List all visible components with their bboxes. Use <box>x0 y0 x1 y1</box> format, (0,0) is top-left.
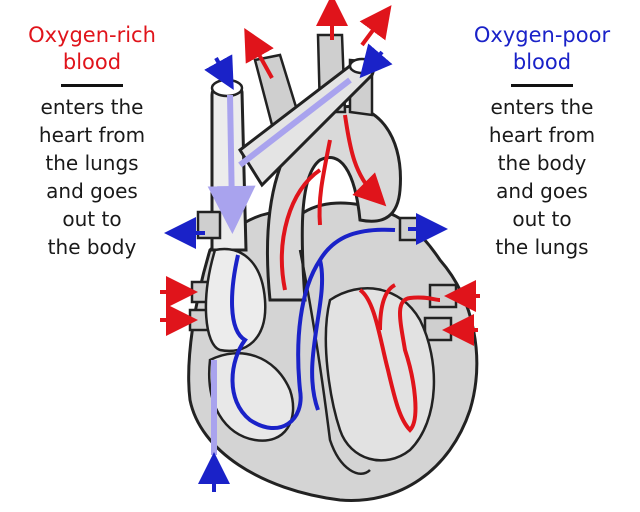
oxygen-rich-line: and goes <box>46 179 138 203</box>
oxygen-rich-label: Oxygen-rich blood enters the heart from … <box>14 22 170 261</box>
oxygen-poor-line: and goes <box>496 179 588 203</box>
oxygen-rich-flow-path <box>317 139 332 226</box>
right-atrium <box>204 247 267 353</box>
oxygen-poor-description: enters the heart from the body and goes … <box>454 93 630 261</box>
oxygen-poor-line: heart from <box>488 123 596 147</box>
oxygen-poor-flow-path <box>207 94 256 234</box>
oxygen-rich-title: Oxygen-rich blood <box>14 22 170 76</box>
oxygen-poor-line: out to <box>512 207 572 231</box>
oxygen-rich-divider <box>61 84 123 87</box>
right-ventricle <box>207 352 295 442</box>
oxygen-poor-title-line2: blood <box>512 50 572 74</box>
oxygen-rich-flow-path <box>343 114 387 207</box>
oxygen-rich-out-arrow <box>359 5 392 47</box>
oxygen-rich-line: enters the <box>40 95 144 119</box>
oxygen-poor-line: enters the <box>490 95 594 119</box>
oxygen-poor-divider <box>511 84 573 87</box>
oxygen-poor-in-arrow <box>359 43 393 79</box>
oxygen-poor-title-line1: Oxygen-poor <box>473 23 611 47</box>
oxygen-rich-line: heart from <box>38 123 146 147</box>
pulmonary-vein-right <box>423 316 453 342</box>
oxygen-rich-title-line1: Oxygen-rich <box>28 23 156 47</box>
oxygen-rich-title-line2: blood <box>62 50 122 74</box>
oxygen-rich-line: the lungs <box>45 151 139 175</box>
pulmonary-vein-right <box>428 283 458 309</box>
oxygen-rich-flow-path <box>280 168 322 291</box>
oxygen-poor-line: the body <box>497 151 587 175</box>
oxygen-rich-flow-path <box>378 283 397 331</box>
oxygen-poor-flow-path <box>238 77 352 168</box>
oxygen-poor-line: the lungs <box>495 235 589 259</box>
left-ventricle <box>324 287 436 462</box>
oxygen-rich-out-arrow <box>244 28 274 79</box>
oxygen-poor-flow-path <box>230 227 396 431</box>
oxygen-rich-description: enters the heart from the lungs and goes… <box>14 93 170 261</box>
oxygen-poor-label: Oxygen-poor blood enters the heart from … <box>454 22 630 261</box>
oxygen-poor-title: Oxygen-poor blood <box>454 22 630 76</box>
oxygen-rich-line: out to <box>62 207 122 231</box>
oxygen-poor-flow-path <box>310 259 325 411</box>
oxygen-rich-flow-path <box>358 288 441 433</box>
oxygen-rich-line: the body <box>47 235 137 259</box>
oxygen-poor-in-arrow <box>204 54 234 90</box>
